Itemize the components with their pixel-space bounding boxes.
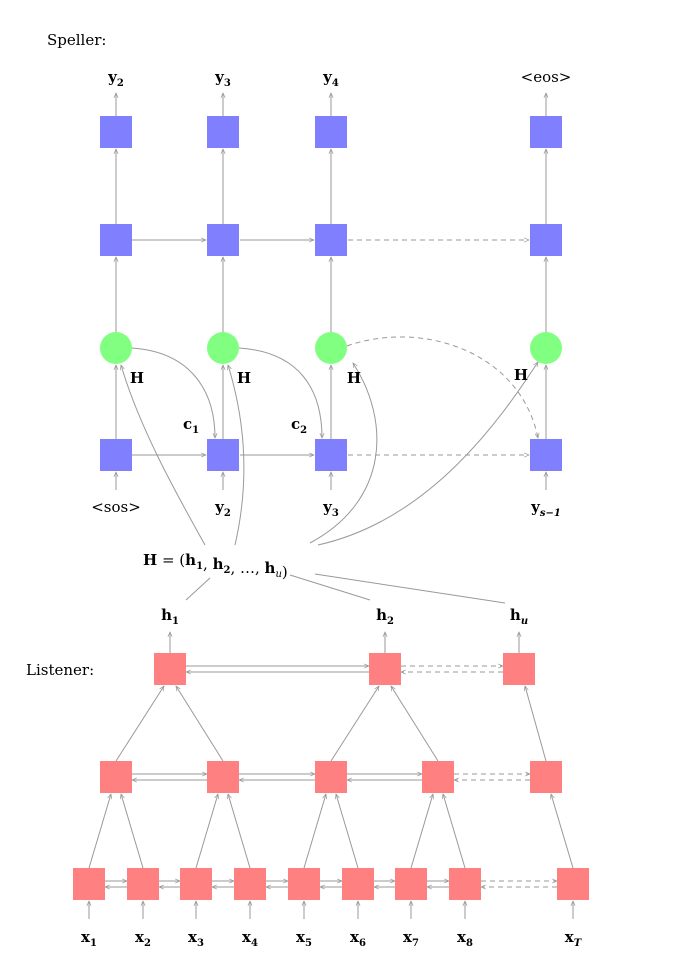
speller-input-label: y2 [214,498,231,519]
pyramid-arrow [303,794,326,869]
speller-input-label: y3 [322,498,339,519]
speller-rnn-cell [207,224,239,256]
listener-blstm-cell [154,653,186,685]
listener-blstm-cell [395,868,427,900]
pyramid-arrow [336,794,359,869]
attention-h-label: H [514,366,528,384]
attention-arrow-2 [228,365,245,546]
listener-input-label: x7 [403,928,419,949]
listener-section-label: Listener: [26,661,95,679]
pyramid-arrow [115,686,164,762]
speller-output-label: y3 [214,68,231,89]
listener-input-label: x8 [457,928,473,949]
listener-blstm-cell [234,868,266,900]
attention-arrow-4 [317,362,538,546]
attention-node [530,332,562,364]
listener-blstm-cell [422,761,454,793]
listener-input-label: x1 [81,928,97,949]
listener-blstm-cell [449,868,481,900]
speller-section-label: Speller: [47,31,107,49]
listener-blstm-cell [73,868,105,900]
attention-h-label: H [237,369,251,387]
pyramid-arrow [176,686,224,762]
pyramid-arrow [330,686,379,762]
pyramid-arrow [551,794,574,869]
listener-input-label: x2 [135,928,151,949]
speller-rnn-cell [100,224,132,256]
context-label-c2: c2 [291,415,307,436]
speller-output-cell [207,116,239,148]
speller-output-cell [315,116,347,148]
hidden-to-sequence-line [185,577,211,601]
speller-input-label: <sos> [91,498,141,516]
speller-rnn-cell [315,439,347,471]
attention-h-label: H [347,369,361,387]
pyramid-arrow [121,794,144,869]
speller-output-label: y2 [107,68,124,89]
pyramid-arrow [228,794,251,869]
attention-node [100,332,132,364]
hidden-to-sequence-line [289,574,371,601]
context-arrow-dashed [346,336,538,438]
pyramid-arrow [195,794,218,869]
speller-output-cell [530,116,562,148]
listener-output-label: h1 [161,606,179,627]
attention-h-label: H [130,369,144,387]
listener-output-label: hu [510,606,528,627]
speller-output-label: <eos> [521,68,572,86]
listener-input-label: x6 [350,928,366,949]
connections [89,93,573,919]
listener-input-label: xT [565,928,583,949]
listener-blstm-cell [288,868,320,900]
listener-input-label: x5 [296,928,312,949]
listener-input-label: x3 [188,928,204,949]
hidden-to-sequence-line [314,573,506,604]
listener-blstm-cell [369,653,401,685]
listener-blstm-cell [342,868,374,900]
listener-blstm-cell [207,761,239,793]
speller-rnn-cell [100,439,132,471]
speller-rnn-cell [530,224,562,256]
attention-node [315,332,347,364]
pyramid-arrow [391,686,439,762]
listener-blstm-cell [557,868,589,900]
pyramid-arrow [443,794,466,869]
listener-input-label: x4 [242,928,258,949]
listener-blstm-cell [503,653,535,685]
listener-blstm-cell [100,761,132,793]
pyramid-arrow [410,794,433,869]
listener-output-label: h2 [376,606,394,627]
speller-rnn-cell [530,439,562,471]
attention-arrow-1 [121,365,206,546]
listener-blstm-cell [127,868,159,900]
listener-blstm-cell [315,761,347,793]
attention-node [207,332,239,364]
speller-output-label: y4 [322,68,339,89]
speller-rnn-cell [315,224,347,256]
hidden-sequence-equation: H = (h1, h2, …, hu) [143,551,288,581]
attention-arrow-3 [309,363,378,544]
context-arrow-c2 [238,347,322,438]
context-label-c1: c1 [183,415,199,436]
pyramid-arrow [88,794,111,869]
listener-blstm-cell [180,868,212,900]
speller-input-label: ys−1 [530,498,561,519]
labels: y2 y3 y4 <eos> <sos> y2 y3 ys−1 c1 c2 H H H H H = (h1,… [81,68,583,949]
pyramid-arrow [525,686,547,762]
listener-blstm-cell [530,761,562,793]
speller-rnn-cell [207,439,239,471]
nodes [73,116,589,900]
speller-output-cell [100,116,132,148]
context-arrow-c1 [131,347,215,438]
